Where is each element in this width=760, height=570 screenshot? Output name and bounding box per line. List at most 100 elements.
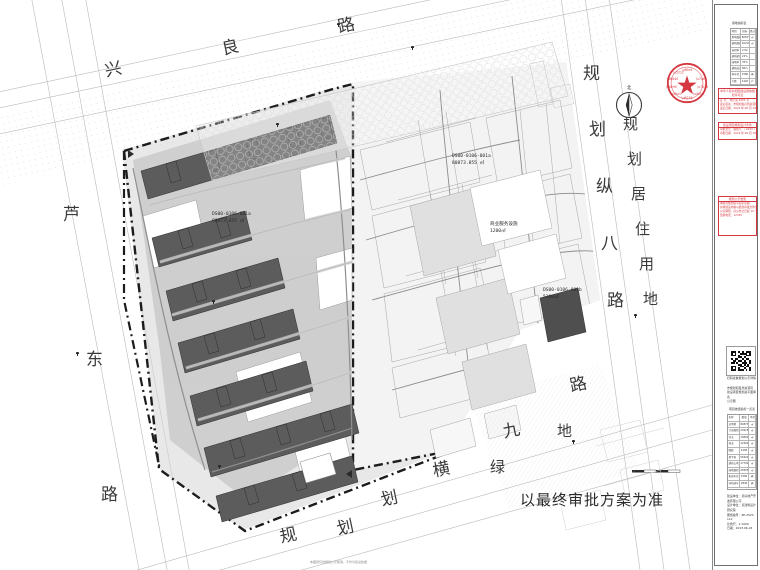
table-cell: 地下室	[728, 454, 740, 461]
north-arrow-label: 北	[626, 86, 632, 91]
spec-table[interactable]: 名称数值单位总用地80873.8㎡计容面积202184㎡住宅185600㎡商业1…	[727, 414, 757, 490]
table-cell: ㎡	[749, 421, 756, 428]
organization-line: 建设项目规划总平面审查	[727, 390, 756, 399]
table-header-cell: 指标	[741, 29, 750, 35]
table-cell: ㎡	[749, 461, 756, 467]
svg-text:\u5ba1: \u5ba1	[670, 92, 681, 96]
table-cell: 28305	[740, 467, 750, 474]
table-cell: 绿地面积	[728, 467, 740, 474]
map-pin	[212, 300, 215, 304]
approval-stamp-secondary-line: 审批日期：2023 年 06 月 18 日	[720, 131, 757, 136]
qr-code[interactable]	[731, 351, 751, 371]
approval-stamp-primary-line: 发证日期：2023 年 06 月 18 日	[720, 105, 757, 110]
street-guihua-zongba-road: 纵	[596, 177, 613, 197]
parcel-code: DS00-0106-001b	[543, 288, 582, 293]
street-ludong-road: 路	[101, 485, 118, 505]
svg-text:\u8d44: \u8d44	[667, 77, 678, 81]
street-ludong-road: 芦	[63, 205, 80, 225]
qr-caption: 扫码查看规划公示详情	[727, 376, 756, 380]
landuse-planned-green: 地	[557, 422, 573, 440]
indicator-table-caption: 用地指标表	[732, 21, 747, 25]
table-cell: 12400	[740, 441, 750, 447]
map-pin	[572, 440, 575, 444]
table-cell: ㎡	[749, 454, 756, 461]
official-seal-icon: \u89c4 \u5212 \u8d44 \u6e90 \u5ba1 \u627…	[666, 62, 708, 104]
approval-stamp-notice-header: 规划公示告知	[719, 197, 756, 203]
table-cell: 户	[750, 78, 756, 84]
spec-table-caption: 项目技经指标一览表	[729, 407, 756, 411]
parcel-code: DS00-0106-001a	[452, 154, 491, 159]
parcel-area: 1200㎡	[490, 228, 506, 234]
street-xingliang-road: 兴	[103, 58, 124, 82]
north-arrow: 北	[614, 86, 644, 120]
approval-stamp-primary[interactable]: 中华人民共和国建设用地规划许可证证 号： 地字第 4401 号发证机关：市规划和…	[718, 88, 757, 114]
approval-stamp-notice[interactable]: 规划公示告知本图为规划总平面示意图具体建设内容以最终审批文件为准公示期限：自公布…	[718, 196, 757, 236]
table-cell: 住宅	[728, 434, 740, 441]
table-cell: 商业	[728, 441, 740, 447]
footer-line: 建设单位：某房地产开发有限公司	[727, 494, 756, 503]
title-block-footer: 建设单位：某房地产开发有限公司设计单位：某建筑设计研究院图纸编号：ZP-2023…	[727, 494, 757, 531]
table-cell: 56200	[740, 454, 750, 461]
table-header-row: 名称数值单位	[728, 415, 756, 422]
table-cell: 计容面积	[728, 428, 740, 434]
landuse-planned-residential: 用	[639, 255, 655, 273]
table-cell: 辆	[749, 474, 756, 480]
table-cell: 建筑高度	[731, 66, 742, 72]
organization-line: 公示图	[727, 399, 736, 404]
table-cell: ㎡	[749, 434, 756, 441]
table-cell: 80873.8	[741, 35, 750, 41]
table-cell: 4184	[740, 447, 750, 454]
footer-line: 设计单位：某建筑设计研究院	[727, 503, 756, 512]
table-cell: ㎡	[750, 41, 756, 47]
approval-stamp-notice-line: 监督电话：12345	[720, 213, 742, 218]
issuing-organization: 市规划和自然资源局建设项目规划总平面审查公示图	[727, 386, 757, 403]
landuse-planned-residential: 规	[623, 115, 639, 133]
footer-line: 图纸编号：ZP-2023-112	[727, 512, 755, 522]
approval-stamp-secondary-header: 建设项目规划设计条件	[719, 123, 756, 129]
table-cell: 辆	[749, 480, 756, 487]
svg-text:\u4e13: \u4e13	[693, 92, 704, 96]
parcel-area: 80873.855 ㎡	[212, 218, 245, 224]
table-cell: 配套	[728, 447, 740, 454]
tree-planting-area	[195, 41, 569, 181]
indicator-table[interactable]: 项目指标备注用地面积80873.8㎡建筑面积202184㎡容积率2.50建筑密度…	[730, 28, 757, 86]
street-xingliang-road: 良	[220, 36, 241, 60]
street-guihua-hengjiu-road: 横	[431, 458, 452, 482]
parcel-code: 商业服务设施	[490, 222, 518, 227]
map-pin	[634, 314, 637, 318]
table-cell: ㎡	[749, 428, 756, 434]
street-xingliang-road: 路	[336, 14, 357, 38]
street-ludong-road: 东	[86, 350, 103, 370]
landuse-planned-residential: 住	[635, 220, 651, 238]
approval-stamp-primary-line: 发证机关：市规划和自然资源局	[720, 101, 757, 106]
approval-stamp-primary-line: 证 号： 地字第 4401 号	[720, 97, 750, 102]
table-cell: 非机动车	[728, 480, 740, 487]
approval-stamp-notice-line: 本图为规划总平面示意图	[720, 201, 750, 206]
table-cell	[750, 66, 756, 72]
final-approval-disclaimer: 以最终审批方案为准	[520, 491, 665, 509]
official-seal: \u89c4 \u5212 \u8d44 \u6e90 \u5ba1 \u627…	[666, 62, 708, 104]
table-cell: 185600	[740, 434, 750, 441]
table-cell: ㎡	[749, 467, 756, 474]
table-cell: 辆	[750, 72, 756, 78]
street-guihua-hengjiu-road: 划	[335, 516, 356, 540]
svg-text:\u7528: \u7528	[697, 85, 708, 89]
table-cell	[750, 59, 756, 66]
street-guihua-zongba-road: 划	[589, 120, 606, 140]
table-header-cell: 项目	[731, 29, 742, 35]
plan-vector-drawing	[0, 0, 712, 570]
plan-drawing-area[interactable]	[0, 0, 712, 570]
street-guihua-zongba-road: 路	[607, 291, 624, 311]
svg-text:\u6279: \u6279	[682, 96, 693, 100]
